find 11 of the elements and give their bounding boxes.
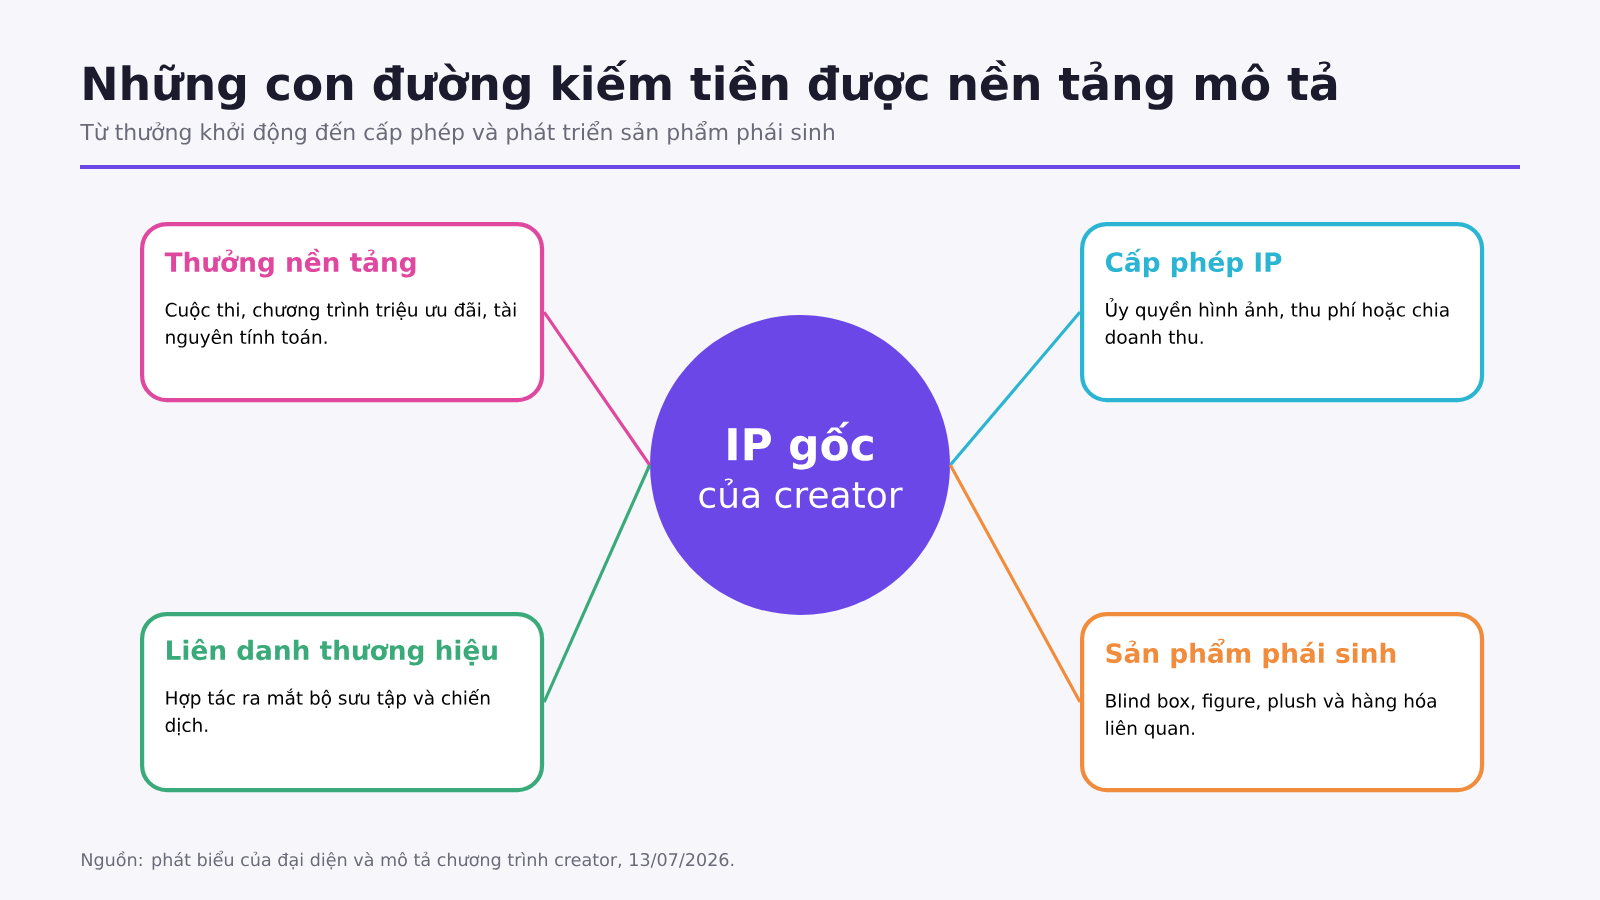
connector-line	[948, 464, 1082, 703]
connector-line	[542, 464, 652, 703]
card: Sản phẩm phái sinh Blind box, figure, plush và hàng hóa liên quan.	[1080, 612, 1485, 793]
connector-line	[542, 311, 651, 466]
connector-line	[949, 311, 1082, 467]
card: Liên danh thương hiệu Hợp tác ra mắt bộ sưu tập và chiến dịch.	[140, 612, 545, 793]
card: Thưởng nền tảng Cuộc thi, chương trình triệu ưu đãi, tài nguyên tính toán.	[140, 222, 545, 403]
title: Những con đường kiếm tiền được nền tảng mô tả	[84, 60, 1337, 110]
source-note: Nguồn: phát biểu của đại diện và mô tả chương trình creator, 13/07/2026.	[82, 850, 734, 870]
card: Cấp phép IP Ủy quyền hình ảnh, thu phí hoặc chia doanh thu.	[1080, 222, 1485, 403]
subtitle: Từ thưởng khởi động đến cấp phép và phát triển sản phẩm phái sinh	[80, 121, 834, 145]
